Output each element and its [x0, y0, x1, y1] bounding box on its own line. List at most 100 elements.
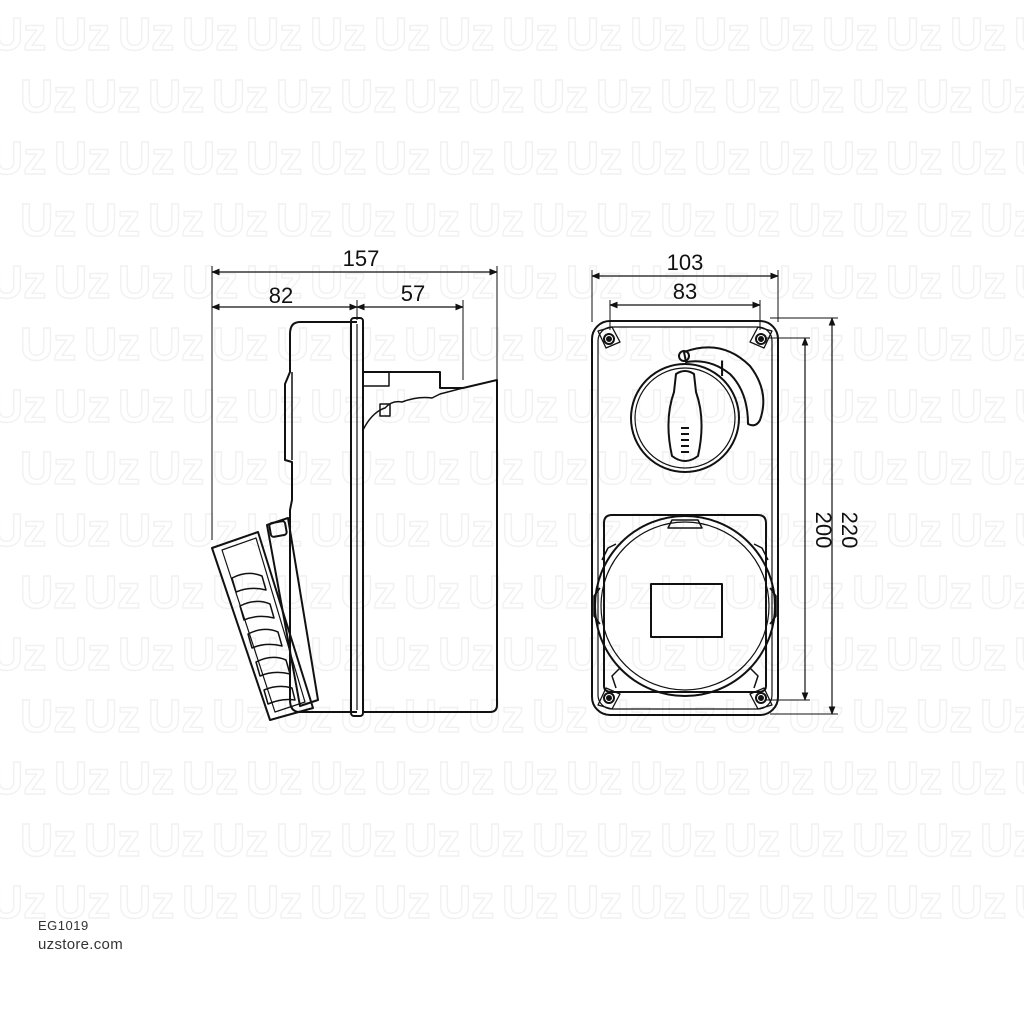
socket-flap-teeth — [593, 543, 777, 689]
watermark-text: Uz — [916, 814, 972, 866]
watermark-text: Uz — [596, 194, 652, 246]
switch-on-mark: I — [719, 356, 725, 381]
switch-arc-guard — [683, 346, 765, 427]
watermark-text: Uz — [182, 256, 238, 308]
watermark-text: Uz — [20, 566, 76, 618]
watermark-text: Uz — [694, 8, 750, 60]
watermark-text: Uz — [148, 814, 204, 866]
watermark-text: Uz — [950, 256, 1006, 308]
watermark-text: Uz — [310, 876, 366, 928]
watermark-text: Uz — [182, 752, 238, 804]
watermark-text: Uz — [246, 380, 302, 432]
product-code: EG1019 — [38, 918, 89, 933]
watermark-text: Uz — [438, 876, 494, 928]
watermark-text: Uz — [916, 442, 972, 494]
watermark-text: Uz — [660, 194, 716, 246]
watermark-text: Uz — [340, 442, 396, 494]
watermark-text: Uz — [950, 752, 1006, 804]
watermark-text: Uz — [0, 752, 46, 804]
watermark-text: Uz — [276, 318, 332, 370]
dimension-label-57: 57 — [401, 281, 425, 306]
watermark-text: Uz — [54, 628, 110, 680]
dimension-label-200: 200 — [811, 512, 836, 549]
mounting-plate — [350, 317, 364, 717]
watermark-text: Uz — [310, 380, 366, 432]
watermark-text: Uz — [788, 318, 844, 370]
watermark-text: Uz — [758, 8, 814, 60]
watermark-text: Uz — [404, 442, 460, 494]
screw-icon — [749, 687, 773, 710]
screw-icon — [597, 687, 621, 710]
cover-break-line — [362, 387, 464, 431]
watermark-text: Uz — [54, 132, 110, 184]
watermark-text: Uz — [916, 194, 972, 246]
dimension-label-103: 103 — [667, 250, 704, 275]
watermark-text: Uz — [916, 690, 972, 742]
watermark-text: Uz — [660, 70, 716, 122]
watermark-text: Uz — [950, 628, 1006, 680]
watermark-text: Uz — [980, 318, 1024, 370]
watermark-text: Uz — [1014, 876, 1024, 928]
watermark-text: Uz — [310, 8, 366, 60]
watermark-text: Uz — [438, 256, 494, 308]
watermark-text: Uz — [340, 318, 396, 370]
watermark-text: Uz — [502, 132, 558, 184]
socket-flap-outer — [594, 515, 776, 697]
socket-plate — [603, 514, 767, 693]
watermark-text: Uz — [502, 752, 558, 804]
watermark-text: Uz — [84, 70, 140, 122]
switch-knob-side — [362, 371, 390, 387]
watermark-text: Uz — [502, 8, 558, 60]
watermark-text: Uz — [340, 70, 396, 122]
watermark-text: Uz — [310, 132, 366, 184]
watermark-text: Uz — [566, 752, 622, 804]
watermark-text: Uz — [886, 380, 942, 432]
watermark-text: Uz — [852, 690, 908, 742]
watermark-text: Uz — [980, 566, 1024, 618]
watermark-text: Uz — [148, 566, 204, 618]
store-link[interactable]: uzstore.com — [38, 936, 123, 953]
watermark-text: Uz — [20, 814, 76, 866]
watermark-text: Uz — [788, 442, 844, 494]
watermark-text: Uz — [502, 628, 558, 680]
watermark-text: Uz — [1014, 504, 1024, 556]
watermark-text: Uz — [54, 8, 110, 60]
watermark-text: Uz — [182, 876, 238, 928]
watermark-text: Uz — [20, 442, 76, 494]
watermark-text: Uz — [182, 504, 238, 556]
watermark-text: Uz — [84, 690, 140, 742]
watermark-text: Uz — [532, 566, 588, 618]
watermark-text: Uz — [630, 628, 686, 680]
watermark-text: Uz — [566, 132, 622, 184]
watermark-text: Uz — [596, 814, 652, 866]
watermark-text: Uz — [212, 442, 268, 494]
side-view: 157 82 57 — [211, 246, 498, 721]
watermark-text: Uz — [246, 132, 302, 184]
watermark-text: Uz — [886, 256, 942, 308]
watermark-text: Uz — [532, 194, 588, 246]
watermark-text: Uz — [950, 876, 1006, 928]
watermark-text: Uz — [118, 876, 174, 928]
watermark-text: Uz — [84, 194, 140, 246]
switch-off-indicator — [678, 350, 690, 362]
watermark-text: Uz — [438, 752, 494, 804]
switch-ring — [630, 363, 740, 473]
watermark-text: Uz — [822, 628, 878, 680]
watermark-text: Uz — [694, 876, 750, 928]
watermark-text: Uz — [468, 814, 524, 866]
watermark-text: Uz — [916, 318, 972, 370]
watermark-text: Uz — [694, 256, 750, 308]
watermark-text: Uz — [276, 814, 332, 866]
watermark-text: Uz — [148, 318, 204, 370]
watermark-text: Uz — [758, 380, 814, 432]
watermark-text: Uz — [980, 70, 1024, 122]
watermark-text: Uz — [54, 752, 110, 804]
watermark-text: Uz — [118, 752, 174, 804]
watermark-text: Uz — [566, 876, 622, 928]
watermark-text: Uz — [20, 690, 76, 742]
switch-knob-cap — [379, 403, 391, 417]
front-housing-inner — [597, 326, 773, 710]
switch-ring-inner — [634, 367, 736, 469]
watermark-text: Uz — [212, 194, 268, 246]
